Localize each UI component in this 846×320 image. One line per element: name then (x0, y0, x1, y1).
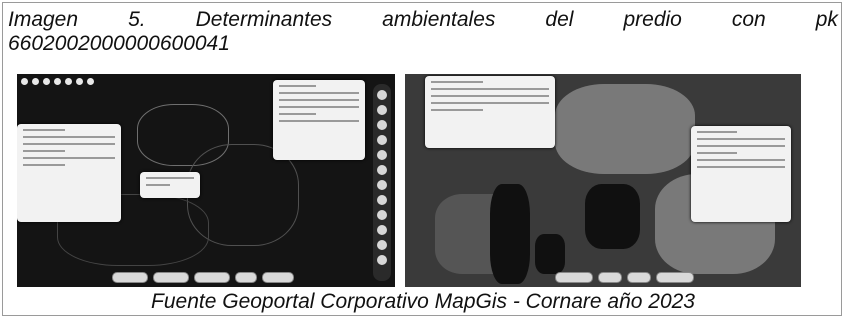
tool-icon (21, 78, 28, 85)
map-feature (585, 184, 640, 249)
tool-icon (65, 78, 72, 85)
caption-line-2: 6602002000000600041 (8, 32, 230, 55)
caption-word: Determinantes (195, 8, 333, 31)
tool-icon (43, 78, 50, 85)
map-screenshot-right (405, 74, 801, 287)
map-bottom-buttons (555, 272, 694, 283)
figure-caption: Imagen 5. Determinantes ambientales del … (8, 8, 838, 56)
tool-icon (54, 78, 61, 85)
legend-panel (273, 80, 365, 160)
map-side-toolbar (373, 84, 391, 281)
map-feature (490, 184, 530, 284)
caption-word: 5. (128, 8, 146, 31)
map-feature (555, 84, 695, 174)
figure-frame (2, 2, 842, 316)
info-panel (17, 124, 121, 222)
caption-line-1: Imagen 5. Determinantes ambientales del … (8, 8, 838, 32)
popup-label (140, 172, 200, 198)
info-panel (691, 126, 791, 222)
tool-icon (76, 78, 83, 85)
map-feature (535, 234, 565, 274)
tool-icon (32, 78, 39, 85)
attributes-panel (425, 76, 555, 148)
caption-word: predio (623, 8, 682, 31)
tool-icon (87, 78, 94, 85)
source-caption: Fuente Geoportal Corporativo MapGis - Co… (151, 290, 695, 313)
map-feature (57, 194, 209, 266)
map-toolbar-icons (21, 78, 94, 85)
caption-word: del (545, 8, 574, 31)
map-screenshot-left (17, 74, 395, 287)
map-bottom-buttons (112, 272, 294, 283)
caption-word: ambientales (382, 8, 496, 31)
map-feature (137, 104, 229, 166)
caption-word: pk (815, 8, 838, 31)
caption-word: Imagen (8, 8, 79, 31)
caption-word: con (731, 8, 766, 31)
